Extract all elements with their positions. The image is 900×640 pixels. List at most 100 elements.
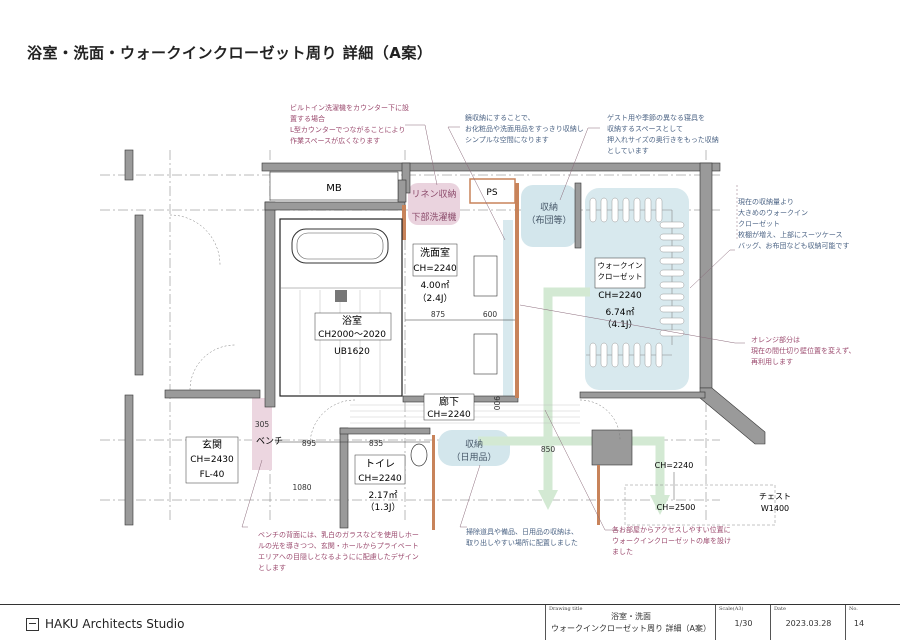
- wash-name: 洗面室: [420, 246, 450, 259]
- right-ch-2: CH=2500: [657, 503, 696, 512]
- ps-label: PS: [486, 188, 497, 198]
- wic-name-1: ウォークイン: [598, 261, 643, 270]
- note-line: ビルトイン洗濯機をカウンター下に設: [290, 104, 409, 112]
- wic-name-2: クローゼット: [598, 271, 643, 281]
- hanger: [659, 233, 685, 241]
- number-label: No.: [849, 606, 858, 612]
- note-line: 掃除道具や備品、日用品の収納は、: [466, 528, 578, 536]
- hanger: [589, 197, 597, 223]
- note-line: ベンチの背面には、乳白のガラスなどを使用しホー: [258, 531, 419, 539]
- note-line: バッグ、お布団なども収納可能です: [738, 242, 850, 250]
- number-value: 14: [853, 619, 865, 628]
- date-value: 2023.03.28: [785, 619, 832, 628]
- note-orange: オレンジ部分は 現在の間仕切り壁位置を変えず、 再利用します: [751, 335, 856, 368]
- dim-600: 600: [483, 310, 498, 319]
- mb-label: MB: [326, 183, 342, 194]
- drain-icon: [335, 290, 347, 302]
- note-line: ルの光を導きつつ、玄関・ホールからプライベート: [258, 542, 419, 550]
- entrance-fl: FL-40: [200, 470, 225, 480]
- circulation-arrows: [478, 287, 665, 510]
- number-cell: No. 14: [845, 605, 900, 640]
- arrow-head: [538, 490, 558, 510]
- hanger: [589, 342, 597, 368]
- scale-value: 1/30: [734, 619, 753, 628]
- sink-icon: [473, 333, 498, 375]
- sink-icon: [473, 255, 498, 297]
- bathroom-unit: [279, 218, 403, 397]
- linen-label: リネン収納: [411, 188, 456, 200]
- title-block: HAKU Architects Studio Drawing title 浴室・…: [0, 604, 900, 640]
- note-line: としています: [607, 147, 649, 155]
- hanger: [655, 197, 663, 223]
- hanger: [644, 342, 652, 368]
- hanger: [659, 305, 685, 313]
- note-line: 大きめのウォークイン: [738, 209, 808, 217]
- studio-logo: HAKU Architects Studio: [26, 617, 184, 631]
- note-line: エリアへの目隠しとなるようにに配慮したデザイン: [258, 553, 419, 561]
- hanger: [659, 257, 685, 265]
- note-line: 作業スペースが広くなります: [290, 137, 381, 145]
- wic-jo: （4.1J）: [603, 319, 638, 330]
- hanger: [659, 329, 685, 337]
- wic-ch: CH=2240: [598, 291, 642, 301]
- floor-lines: [299, 290, 381, 394]
- hanger: [622, 342, 630, 368]
- studio-name: HAKU Architects Studio: [45, 617, 185, 631]
- dim-895: 895: [302, 439, 317, 448]
- page-title: 浴室・洗面・ウォークインクローゼット周り 詳細（A案）: [27, 44, 433, 62]
- note-wic: 現在の収納量より 大きめのウォークイン クローゼット 枚棚が増え、上部にスーツケ…: [738, 197, 850, 252]
- note-line: とします: [258, 564, 286, 572]
- note-washer: ビルトイン洗濯機をカウンター下に設 置する場合 L型カウンターでつながることによ…: [290, 103, 409, 147]
- toilet-icon: [410, 443, 428, 467]
- note-line: お化粧品や洗面用品をすっきり収納し: [465, 125, 584, 133]
- note-line: 収納するスペースとして: [607, 125, 683, 133]
- bathtub-inner: [296, 232, 384, 260]
- note-line: 再利用します: [751, 358, 793, 366]
- daily-storage-label: 収納: [465, 438, 483, 450]
- futon-storage-label: 収納: [540, 201, 558, 213]
- logo-icon: [26, 617, 39, 631]
- arrow-head: [650, 495, 670, 515]
- chest-width: W1400: [761, 504, 789, 513]
- hanger: [600, 197, 608, 223]
- drawing-title-label: Drawing title: [549, 606, 583, 612]
- reused-partitions: [402, 183, 600, 530]
- note-line: シンプルな空間になります: [465, 136, 549, 144]
- note-line: 押入れサイズの奥行きをもった収納: [607, 136, 719, 144]
- hanger: [659, 221, 685, 229]
- note-line: ました: [612, 548, 633, 556]
- note-line: ウォークインクローゼットの扉を設け: [612, 537, 731, 545]
- note-line: 置する場合: [290, 115, 325, 123]
- note-line: 鏡収納にすることで、: [465, 114, 535, 122]
- toilet-jo: （1.3J）: [366, 502, 401, 513]
- hanger: [659, 245, 685, 253]
- mirror-storage-zone: [503, 220, 513, 400]
- wash-area: 4.00㎡: [420, 280, 449, 291]
- dim-875: 875: [431, 310, 446, 319]
- note-line: L型カウンターでつながることにより: [290, 126, 406, 134]
- drawing-title-cell: Drawing title 浴室・洗面 ウォークインクローゼット周り 詳細（A案…: [545, 605, 716, 640]
- hanger: [655, 342, 663, 368]
- bath-ub: UB1620: [334, 347, 370, 357]
- ps-box: [469, 178, 516, 204]
- bath-name: 浴室: [342, 314, 362, 327]
- dimensions: 875 600 900 305 895 835 850 1080: [255, 310, 556, 492]
- hanger: [659, 317, 685, 325]
- right-ch-1: CH=2240: [655, 461, 694, 470]
- linen-storage-zone: [408, 183, 460, 225]
- hanger: [633, 197, 641, 223]
- drawing-title-2: ウォークインクローゼット周り 詳細（A案）: [550, 624, 711, 633]
- drawing-title-1: 浴室・洗面: [611, 612, 651, 621]
- wash-jo: （2.4J）: [418, 293, 453, 304]
- bath-ch: CH2000～2020: [318, 330, 386, 340]
- wic-area: 6.74㎡: [605, 307, 634, 318]
- note-guest: ゲスト用や季節の異なる寝具を 収納するスペースとして 押入れサイズの奥行きをもっ…: [607, 113, 719, 157]
- washer-label: 下部洗濯機: [411, 211, 456, 223]
- note-mirror: 鏡収納にすることで、 お化粧品や洗面用品をすっきり収納し シンプルな空間になりま…: [465, 113, 584, 146]
- wash-ch: CH=2240: [413, 264, 457, 274]
- chest-name: チェスト: [759, 492, 791, 501]
- hall-ch: CH=2240: [427, 410, 471, 420]
- note-line: 取り出しやすい場所に配置しました: [466, 539, 578, 547]
- leader-lines: [241, 124, 745, 531]
